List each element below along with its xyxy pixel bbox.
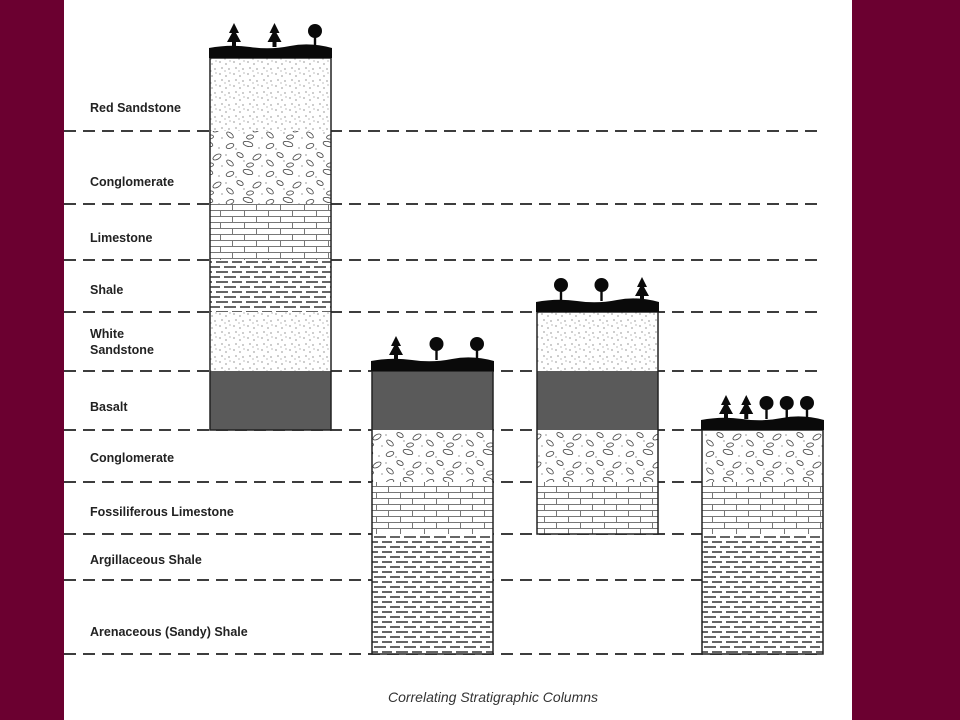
layer-label-basalt: Basalt xyxy=(90,400,128,414)
columns-group xyxy=(209,23,824,655)
layer-limestone xyxy=(210,204,331,260)
conifer-icon xyxy=(719,395,733,419)
soil-cap xyxy=(209,44,332,58)
tree-icon xyxy=(594,278,609,301)
stratigraphic-diagram: Red SandstoneConglomerateLimestoneShaleW… xyxy=(64,23,824,705)
layer-label-conglomerate-upper: Conglomerate xyxy=(90,175,174,189)
layer-label-shale: Shale xyxy=(90,283,123,297)
layer-argillaceous-shale xyxy=(702,534,823,580)
layer-basalt xyxy=(210,371,331,430)
caption: Correlating Stratigraphic Columns xyxy=(388,689,598,705)
layer-fossiliferous-limestone xyxy=(702,482,823,534)
layer-label-fossiliferous-limestone: Fossiliferous Limestone xyxy=(90,505,234,519)
layer-fossiliferous-limestone xyxy=(372,482,493,534)
soil-cap xyxy=(536,298,659,312)
column-2 xyxy=(371,336,494,655)
layer-conglomerate-lower xyxy=(702,430,823,482)
layer-arenaceous-shale xyxy=(372,580,493,654)
tree-icon xyxy=(800,396,814,419)
soil-cap xyxy=(701,416,824,430)
layer-label-arenaceous-shale: Arenaceous (Sandy) Shale xyxy=(90,625,248,639)
layer-label-white-sandstone: Sandstone xyxy=(90,343,154,357)
layer-white-sandstone xyxy=(537,312,658,371)
conifer-icon xyxy=(267,23,282,47)
layer-basalt xyxy=(372,371,493,430)
tree-icon xyxy=(470,337,484,360)
column-1 xyxy=(209,23,332,431)
tree-icon xyxy=(308,24,322,47)
layer-red-sandstone xyxy=(210,58,331,131)
tree-icon xyxy=(554,278,568,301)
layer-labels: Red SandstoneConglomerateLimestoneShaleW… xyxy=(90,101,248,639)
layer-label-limestone: Limestone xyxy=(90,231,153,245)
column-3 xyxy=(536,277,659,535)
conifer-icon xyxy=(635,277,649,301)
layer-argillaceous-shale xyxy=(372,534,493,580)
layer-basalt xyxy=(537,371,658,430)
layer-fossiliferous-limestone xyxy=(537,482,658,534)
conifer-icon xyxy=(227,23,241,47)
layer-shale xyxy=(210,260,331,312)
layer-conglomerate-lower xyxy=(372,430,493,482)
tree-icon xyxy=(779,396,794,419)
layer-conglomerate-lower xyxy=(537,430,658,482)
conifer-icon xyxy=(739,395,754,419)
layer-label-conglomerate-lower: Conglomerate xyxy=(90,451,174,465)
layer-white-sandstone xyxy=(210,312,331,371)
layer-label-white-sandstone: White xyxy=(90,327,124,341)
layer-label-argillaceous-shale: Argillaceous Shale xyxy=(90,553,202,567)
layer-label-red-sandstone: Red Sandstone xyxy=(90,101,181,115)
soil-cap xyxy=(371,357,494,371)
tree-icon xyxy=(759,396,774,419)
conifer-icon xyxy=(389,336,403,360)
column-4 xyxy=(701,395,824,655)
layer-conglomerate-upper xyxy=(210,131,331,204)
tree-icon xyxy=(429,337,444,360)
layer-arenaceous-shale xyxy=(702,580,823,654)
